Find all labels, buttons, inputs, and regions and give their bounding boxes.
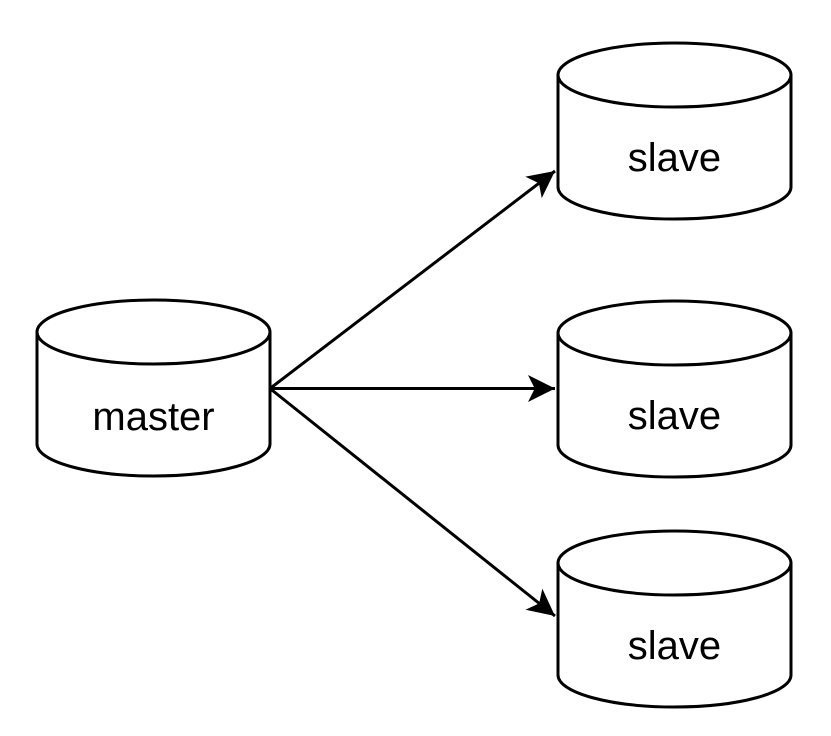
cylinder-body <box>556 75 793 221</box>
edge-master-to-slave-top <box>269 169 556 390</box>
cylinder-body <box>35 332 272 478</box>
db-node-slave-bottom: slave <box>556 529 793 709</box>
node-label-slave-bottom: slave <box>628 624 721 668</box>
cylinder-top <box>556 41 793 109</box>
edge-master-to-slave-bottom <box>269 387 556 618</box>
node-label-slave-top: slave <box>628 136 721 180</box>
node-label-slave-middle: slave <box>628 394 721 438</box>
node-label-master: master <box>92 395 214 439</box>
db-node-slave-top: slave <box>556 41 793 221</box>
replication-edges <box>269 169 556 618</box>
cylinder-top <box>35 298 272 366</box>
cylinder-body <box>556 563 793 709</box>
cylinder-top <box>556 299 793 367</box>
cylinder-body <box>556 333 793 479</box>
cylinder-top <box>556 529 793 597</box>
db-node-master: master <box>35 298 272 478</box>
db-node-slave-middle: slave <box>556 299 793 479</box>
